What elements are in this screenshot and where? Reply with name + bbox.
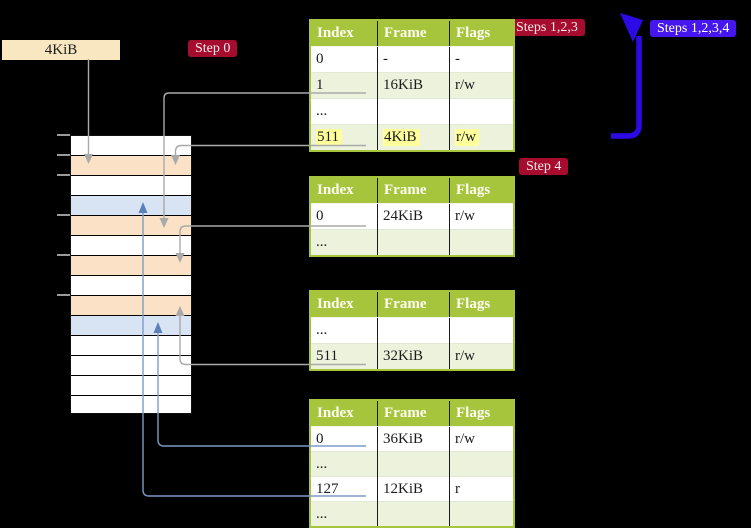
cell-flags: r/w: [449, 426, 514, 452]
cell-flags: [449, 229, 514, 256]
highlighted-value: r/w: [455, 129, 479, 146]
cell-index: ...: [310, 98, 378, 125]
cell-frame: 12KiB: [377, 476, 450, 502]
cell-flags: [449, 317, 514, 344]
cell-frame: [377, 317, 450, 344]
cell-flags: r/w: [449, 124, 514, 151]
column-header-flags: Flags: [449, 291, 514, 318]
memory-tick: [57, 214, 70, 216]
table-header-row: Index Frame Flags: [310, 177, 514, 204]
table-row: ...: [310, 98, 514, 125]
table-row-highlighted: 511 4KiB r/w: [310, 124, 514, 151]
cell-flags: [449, 451, 514, 477]
steps1234-badge: Steps 1,2,3,4: [650, 20, 737, 37]
memory-row: [71, 376, 191, 395]
step0-badge: Step 0: [188, 40, 238, 57]
cell-flags: [449, 98, 514, 125]
cell-index: 511: [310, 343, 378, 370]
cell-flags: r/w: [449, 72, 514, 99]
page-table-2: Index Frame Flags 0 24KiB r/w ...: [309, 176, 515, 257]
highlighted-value: 511: [316, 129, 342, 146]
table-row: 0 36KiB r/w: [310, 426, 514, 452]
table-row: 0 24KiB r/w: [310, 203, 514, 230]
memory-row: [71, 196, 191, 215]
cell-frame: 4KiB: [377, 124, 450, 151]
column-header-frame: Frame: [377, 291, 450, 318]
table-row: ...: [310, 501, 514, 527]
cell-frame: [377, 229, 450, 256]
cell-index: ...: [310, 229, 378, 256]
column-header-frame: Frame: [377, 400, 450, 427]
cell-index: ...: [310, 317, 378, 344]
cell-frame: 16KiB: [377, 72, 450, 99]
cell-flags: r/w: [449, 343, 514, 370]
memory-tick: [57, 294, 70, 296]
cell-index: ...: [310, 451, 378, 477]
memory-tick: [57, 254, 70, 256]
memory-row: [71, 236, 191, 255]
memory-tick: [57, 154, 70, 156]
table-row: 127 12KiB r: [310, 476, 514, 502]
table-header-row: Index Frame Flags: [310, 400, 514, 427]
cell-flags: -: [449, 46, 514, 73]
memory-tick: [57, 174, 70, 176]
memory-row: [71, 296, 191, 315]
column-header-flags: Flags: [449, 20, 514, 47]
cell-index: 0: [310, 426, 378, 452]
column-header-frame: Frame: [377, 20, 450, 47]
memory-row: [71, 316, 191, 335]
table-row: 511 32KiB r/w: [310, 343, 514, 370]
cell-index: 0: [310, 46, 378, 73]
highlighted-value: 4KiB: [383, 129, 420, 146]
cell-index: 0: [310, 203, 378, 230]
cell-index: ...: [310, 501, 378, 527]
cell-flags: [449, 501, 514, 527]
cell-index: 127: [310, 476, 378, 502]
page-table-1: Index Frame Flags 0 - - 1 16KiB r/w ... …: [309, 19, 515, 152]
memory-row: [71, 256, 191, 275]
page-size-label: 4KiB: [2, 40, 120, 60]
cell-flags: r: [449, 476, 514, 502]
cell-frame: -: [377, 46, 450, 73]
cell-frame: 36KiB: [377, 426, 450, 452]
column-header-flags: Flags: [449, 400, 514, 427]
table-row: ...: [310, 317, 514, 344]
memory-row: [71, 176, 191, 195]
steps123-badge: Steps 1,2,3: [509, 19, 585, 36]
table-row: ...: [310, 229, 514, 256]
cell-frame: [377, 451, 450, 477]
page-table-3: Index Frame Flags ... 511 32KiB r/w: [309, 290, 515, 371]
column-header-frame: Frame: [377, 177, 450, 204]
table-header-row: Index Frame Flags: [310, 291, 514, 318]
column-header-index: Index: [310, 177, 378, 204]
cell-frame: [377, 98, 450, 125]
steps-loop-arrow: [611, 13, 643, 139]
step4-badge: Step 4: [519, 158, 569, 175]
physical-memory-column: [70, 135, 192, 414]
memory-row: [71, 356, 191, 375]
cell-index: 511: [310, 124, 378, 151]
table-row: 0 - -: [310, 46, 514, 73]
cell-frame: 32KiB: [377, 343, 450, 370]
cell-frame: [377, 501, 450, 527]
memory-row: [71, 216, 191, 235]
table-header-row: Index Frame Flags: [310, 20, 514, 47]
memory-row: [71, 396, 191, 413]
memory-row: [71, 136, 191, 155]
cell-index: 1: [310, 72, 378, 99]
column-header-index: Index: [310, 20, 378, 47]
table-row: ...: [310, 451, 514, 477]
memory-row: [71, 336, 191, 355]
page-table-4: Index Frame Flags 0 36KiB r/w ... 127 12…: [309, 399, 515, 528]
memory-row: [71, 276, 191, 295]
memory-tick: [57, 134, 70, 136]
column-header-index: Index: [310, 291, 378, 318]
cell-flags: r/w: [449, 203, 514, 230]
column-header-index: Index: [310, 400, 378, 427]
cell-frame: 24KiB: [377, 203, 450, 230]
memory-row: [71, 156, 191, 175]
column-header-flags: Flags: [449, 177, 514, 204]
table-row: 1 16KiB r/w: [310, 72, 514, 99]
